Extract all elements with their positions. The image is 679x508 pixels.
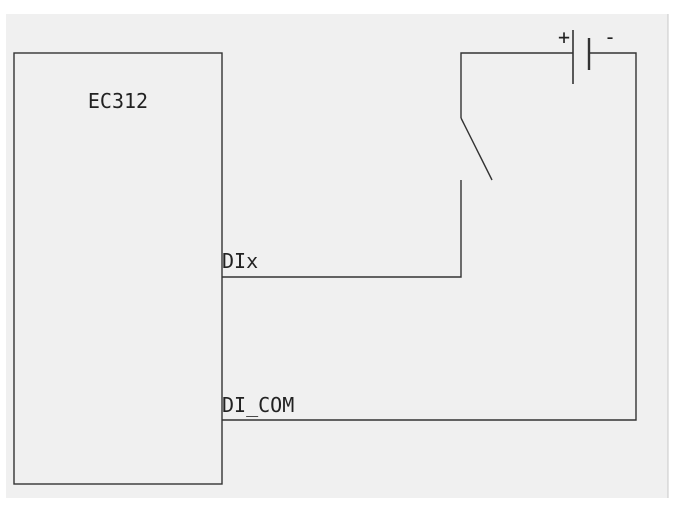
wire-battery-to-di-com bbox=[222, 52, 637, 421]
switch-blade bbox=[460, 117, 493, 181]
pin-label-di-com: DI_COM bbox=[222, 393, 294, 417]
device-label: EC312 bbox=[88, 89, 148, 113]
device-block bbox=[13, 52, 223, 485]
battery-negative-sign: - bbox=[604, 25, 616, 49]
wire-dix-to-switch bbox=[222, 180, 462, 278]
battery-positive-sign: + bbox=[558, 25, 570, 49]
diagram-background bbox=[6, 14, 668, 498]
pin-label-dix: DIx bbox=[222, 249, 258, 273]
wire-switch-to-battery bbox=[460, 52, 573, 118]
